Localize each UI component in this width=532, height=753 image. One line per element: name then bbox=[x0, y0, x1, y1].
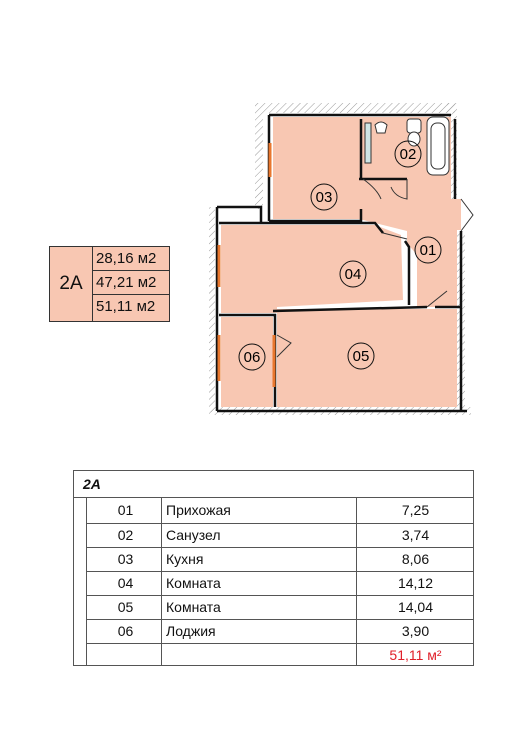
room-label-04: 04 bbox=[339, 260, 367, 288]
floor-plan: 03 02 01 04 05 06 bbox=[209, 103, 474, 415]
room-number: 01 bbox=[117, 502, 134, 518]
room-number: 04 bbox=[117, 575, 134, 591]
svg-text:06: 06 bbox=[244, 349, 261, 366]
room-area: 3,90 bbox=[401, 623, 430, 639]
room-number: 06 bbox=[117, 623, 134, 639]
svg-text:03: 03 bbox=[316, 189, 333, 206]
room-label-01: 01 bbox=[414, 236, 442, 264]
room-area: 8,06 bbox=[401, 551, 430, 567]
table-title: 2А bbox=[74, 471, 473, 498]
room-number: 02 bbox=[117, 527, 134, 543]
total-area-no-loggia: 47,21 м2 bbox=[92, 271, 169, 295]
room-name: Лоджия bbox=[166, 623, 216, 639]
room-area: 14,12 bbox=[397, 575, 434, 591]
room-name: Комната bbox=[166, 575, 221, 591]
room-label-03: 03 bbox=[310, 183, 338, 211]
room-name: Комната bbox=[166, 599, 221, 615]
total-area: 51,11 м2 bbox=[96, 298, 156, 315]
bathroom-fixtures bbox=[364, 116, 450, 176]
room-name: Кухня bbox=[166, 551, 204, 567]
room-label-06: 06 bbox=[238, 343, 266, 371]
svg-text:01: 01 bbox=[420, 242, 437, 259]
doors bbox=[276, 178, 474, 358]
room-area: 7,25 bbox=[401, 502, 430, 518]
room-table: 2А 01 Прихожая 7,25 02 Санузел 3,74 03 К… bbox=[73, 470, 474, 666]
room-labels: 03 02 01 04 05 06 bbox=[238, 140, 442, 371]
windows bbox=[217, 143, 276, 387]
room-fills bbox=[221, 117, 461, 407]
room-number: 03 bbox=[117, 551, 134, 567]
room-area: 3,74 bbox=[401, 527, 430, 543]
apartment-code: 2A bbox=[50, 247, 93, 321]
svg-text:04: 04 bbox=[345, 266, 362, 283]
total-area-value: 51,11 м² bbox=[389, 647, 442, 663]
room-name: Прихожая bbox=[166, 502, 231, 518]
room-label-05: 05 bbox=[347, 342, 375, 370]
living-area: 28,16 м2 bbox=[92, 247, 169, 271]
room-area: 14,04 bbox=[397, 599, 434, 615]
room-name: Санузел bbox=[166, 527, 221, 543]
svg-text:05: 05 bbox=[353, 348, 370, 365]
area-summary: 2A 28,16 м2 47,21 м2 51,11 м2 bbox=[49, 246, 170, 322]
walls bbox=[215, 113, 467, 413]
room-label-02: 02 bbox=[394, 140, 422, 168]
room-number: 05 bbox=[117, 599, 134, 615]
svg-text:02: 02 bbox=[400, 146, 417, 163]
